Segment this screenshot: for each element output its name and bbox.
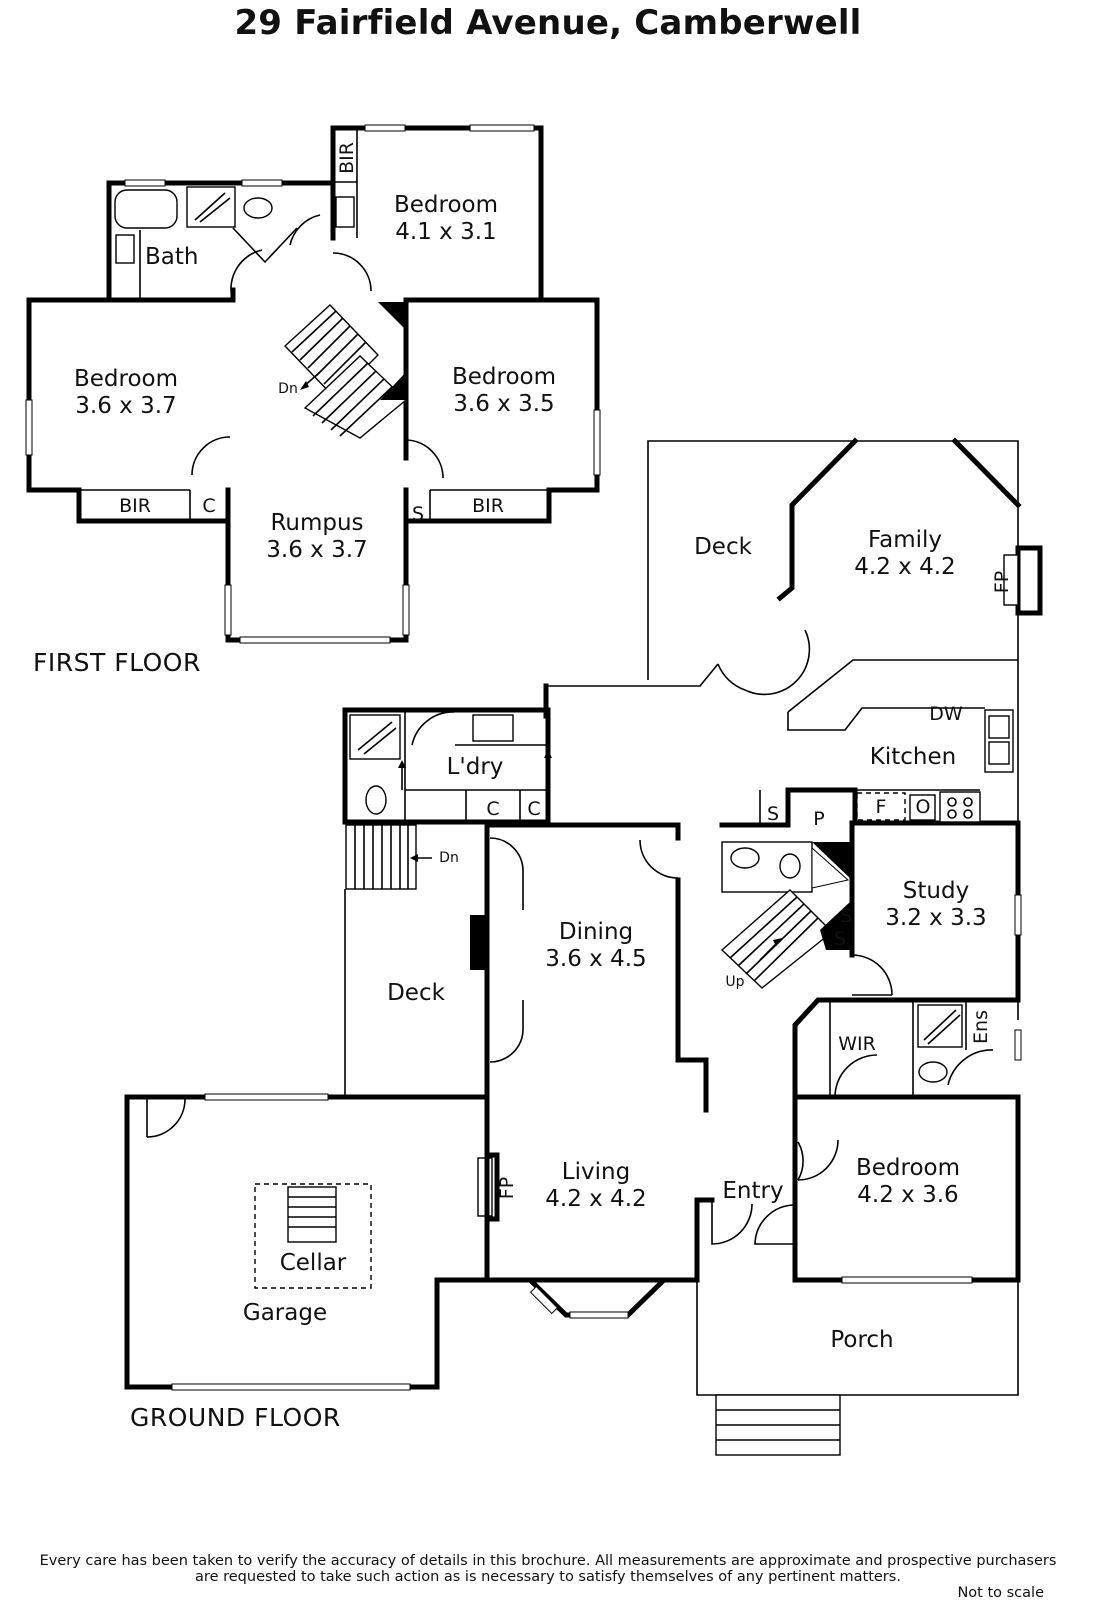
fp-family-label: FP (991, 571, 1013, 593)
living-name: Living (562, 1159, 630, 1185)
ens-label: Ens (970, 1010, 992, 1044)
deck-stairs (345, 824, 432, 890)
bedroom-ground-size: 4.2 x 3.6 (857, 1182, 958, 1208)
rumpus-size: 3.6 x 3.7 (266, 537, 367, 563)
f-label: F (876, 796, 887, 818)
disclaimer: Every care has been taken to verify the … (0, 1553, 1096, 1585)
dining-name: Dining (559, 919, 633, 945)
entry-label: Entry (722, 1178, 783, 1204)
bir-top-label: BIR (336, 142, 358, 174)
deck-lower-label: Deck (387, 980, 446, 1006)
dining-size: 3.6 x 4.5 (545, 946, 646, 972)
bedroom-ground-name: Bedroom (856, 1155, 960, 1181)
study-size: 3.2 x 3.3 (885, 905, 986, 931)
bedroom-w-name: Bedroom (74, 366, 178, 392)
c2-label: C (527, 798, 540, 820)
cellar-label: Cellar (280, 1250, 347, 1276)
plan-title: 29 Fairfield Avenue, Camberwell (234, 3, 862, 43)
p-label: P (813, 808, 824, 830)
bedroom-ne-size: 4.1 x 3.1 (395, 219, 496, 245)
s-label: S (412, 503, 424, 525)
s2-label: S (834, 928, 846, 950)
disclaimer-line-1: Every care has been taken to verify the … (39, 1553, 1057, 1569)
bedroom-ne-name: Bedroom (394, 192, 498, 218)
bir-e-label: BIR (472, 495, 504, 517)
c1-label: C (486, 798, 499, 820)
first-floor-label: FIRST FLOOR (33, 648, 201, 677)
bedroom-e-size: 3.6 x 3.5 (453, 391, 554, 417)
family-name: Family (868, 527, 942, 553)
o-label: O (916, 796, 931, 818)
s-kitchen-label: S (767, 803, 779, 825)
disclaimer-line-2: are requested to take such action as is … (195, 1569, 901, 1585)
deck-upper-label: Deck (694, 534, 753, 560)
family-size: 4.2 x 4.2 (854, 554, 955, 580)
stair-up-label: Up (725, 974, 744, 990)
wir-label: WIR (838, 1033, 876, 1055)
laundry-label: L'dry (447, 754, 504, 780)
bir-w-label: BIR (119, 495, 151, 517)
study-name: Study (903, 878, 969, 904)
s1-label: S (840, 905, 852, 927)
living-size: 4.2 x 4.2 (545, 1186, 646, 1212)
porch-label: Porch (830, 1327, 893, 1353)
kitchen-label: Kitchen (870, 744, 956, 770)
bath-label: Bath (145, 244, 198, 270)
ground-floor-label: GROUND FLOOR (130, 1403, 341, 1432)
cellar-area (254, 1183, 372, 1289)
first-floor-staircase (283, 302, 408, 439)
dw-label: DW (929, 703, 963, 725)
fp-living-label: FP (496, 1177, 518, 1199)
ground-floor-plan (124, 437, 1043, 1456)
stair-dn-label-ground: Dn (439, 850, 459, 866)
bedroom-e-name: Bedroom (452, 364, 556, 390)
bedroom-w-size: 3.6 x 3.7 (75, 393, 176, 419)
not-to-scale-note: Not to scale (957, 1585, 1044, 1601)
stair-dn-label: Dn (278, 381, 298, 397)
first-floor-inner-wall (106, 287, 236, 303)
ground-floor-staircase (720, 841, 852, 989)
c-label: C (202, 495, 215, 517)
first-floor-plan (25, 124, 601, 644)
rumpus-name: Rumpus (270, 510, 363, 536)
floor-plan: Bath Bedroom 4.1 x 3.1 Bedroom 3.6 x 3.7… (25, 124, 1043, 1456)
garage-label: Garage (243, 1300, 327, 1326)
